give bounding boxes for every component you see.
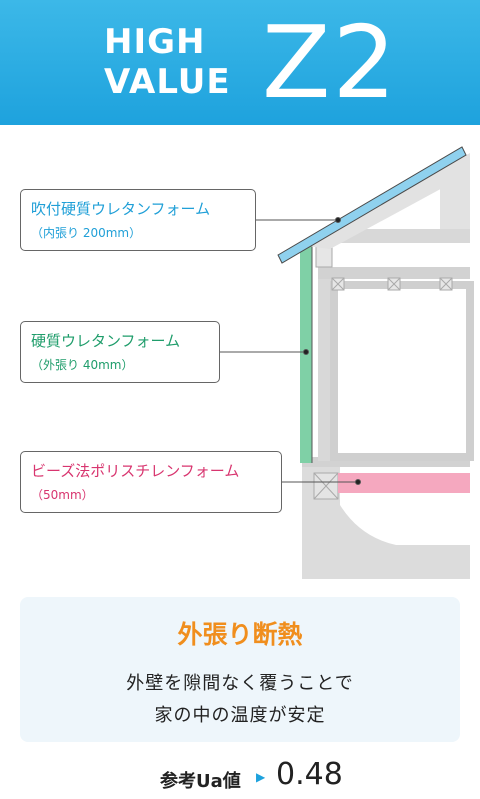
wall-interior-panel bbox=[330, 281, 474, 461]
label-floor-insulation: ビーズ法ポリスチレンフォーム （50mm） bbox=[20, 451, 282, 513]
floor-beam bbox=[302, 457, 470, 467]
label-roof-insulation-title: 吹付硬質ウレタンフォーム bbox=[31, 200, 211, 218]
header-line-high: HIGH bbox=[104, 22, 206, 62]
label-roof-insulation-spec: （内張り 200mm） bbox=[31, 226, 142, 240]
triangle-right-icon: ▶ bbox=[256, 770, 266, 784]
ua-value-row: 参考Ua値 ▶ 0.48 bbox=[0, 757, 480, 796]
roof-insulation bbox=[277, 146, 467, 264]
feature-title: 外張り断熱 bbox=[177, 620, 303, 649]
label-roof-insulation: 吹付硬質ウレタンフォーム （内張り 200mm） bbox=[20, 189, 256, 251]
ua-label: 参考Ua値 bbox=[160, 771, 241, 792]
foundation bbox=[302, 463, 470, 579]
ceiling-beam bbox=[318, 267, 470, 279]
house-section-diagram bbox=[220, 146, 474, 579]
upper-floor-band bbox=[332, 229, 470, 243]
header-line-value: VALUE bbox=[104, 62, 231, 102]
label-wall-insulation: 硬質ウレタンフォーム （外張り 40mm） bbox=[20, 321, 220, 383]
label-floor-insulation-title: ビーズ法ポリスチレンフォーム bbox=[31, 462, 240, 480]
product-line-name: HIGH VALUE bbox=[104, 22, 231, 102]
roof-upper-wall bbox=[440, 165, 470, 229]
feature-description-line1: 外壁を隙間なく覆うことで bbox=[126, 673, 354, 694]
model-name: Z2 bbox=[262, 4, 399, 121]
label-wall-insulation-title: 硬質ウレタンフォーム bbox=[31, 332, 181, 350]
leader-lines bbox=[220, 217, 361, 485]
wall-frame bbox=[318, 237, 332, 461]
header-banner: HIGH VALUE Z2 bbox=[0, 0, 480, 125]
feature-panel: 外張り断熱 外壁を隙間なく覆うことで 家の中の温度が安定 bbox=[20, 597, 460, 742]
floor-insulation bbox=[338, 473, 470, 493]
label-wall-insulation-spec: （外張り 40mm） bbox=[31, 358, 134, 372]
ua-value: 0.48 bbox=[276, 757, 343, 792]
label-floor-insulation-spec: （50mm） bbox=[31, 488, 94, 502]
feature-description-line2: 家の中の温度が安定 bbox=[154, 705, 326, 726]
